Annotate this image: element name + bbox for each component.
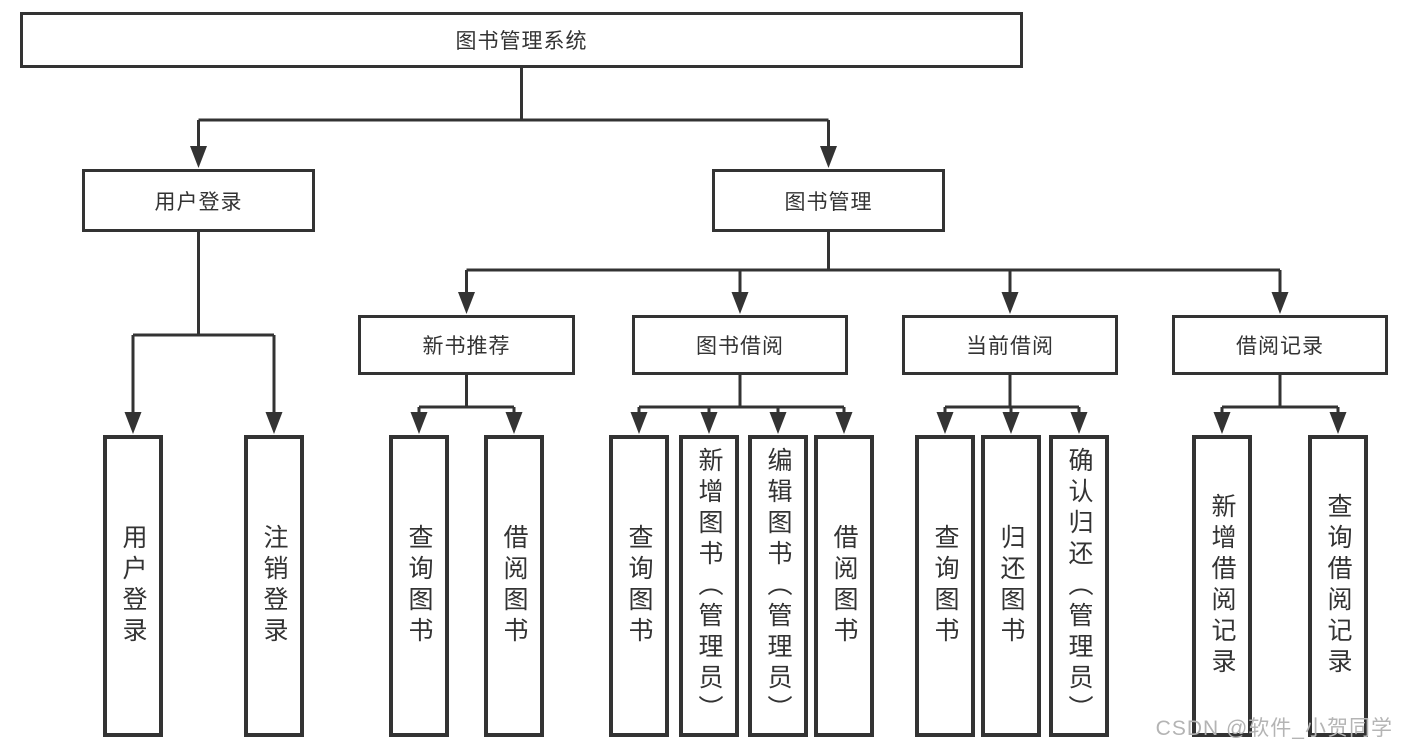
node-leaf-logout: 注销登录 — [244, 435, 304, 737]
arrowhead — [1329, 412, 1347, 434]
node-leaf-user-login: 用户登录 — [103, 435, 163, 737]
node-book-management: 图书管理 — [712, 169, 945, 232]
node-leaf-query-books-recommend: 查询图书 — [389, 435, 449, 737]
node-leaf-query-books-current: 查询图书 — [915, 435, 975, 737]
arrowhead — [410, 412, 428, 434]
arrowhead — [820, 146, 837, 168]
node-leaf-query-borrow-record: 查询借阅记录 — [1308, 435, 1368, 737]
arrowhead — [769, 412, 787, 434]
arrowhead — [1001, 292, 1019, 314]
arrowhead — [835, 412, 853, 434]
arrowhead — [630, 412, 648, 434]
connector-current-borrow-children — [936, 375, 1088, 434]
node-leaf-add-borrow-record: 新增借阅记录 — [1192, 435, 1252, 737]
node-leaf-edit-books-admin: 编辑图书（管理员） — [748, 435, 808, 737]
arrowhead — [458, 292, 475, 314]
node-user-login: 用户登录 — [82, 169, 315, 232]
connector-book-management-children — [458, 232, 1289, 314]
node-book-borrow: 图书借阅 — [632, 315, 848, 375]
arrowhead — [1271, 292, 1289, 314]
arrowhead — [731, 292, 749, 314]
node-current-borrow: 当前借阅 — [902, 315, 1118, 375]
arrowhead — [265, 412, 283, 434]
connector-root-to-level2 — [190, 68, 837, 168]
arrowhead — [1213, 412, 1231, 434]
arrowhead — [1070, 412, 1088, 434]
arrowhead — [505, 412, 523, 434]
arrowhead — [190, 146, 207, 168]
node-borrow-records: 借阅记录 — [1172, 315, 1388, 375]
node-leaf-query-books-borrow: 查询图书 — [609, 435, 669, 737]
node-leaf-confirm-return-admin: 确认归还（管理员） — [1049, 435, 1109, 737]
node-leaf-borrow-books-recommend: 借阅图书 — [484, 435, 544, 737]
connector-borrow-records-children — [1213, 375, 1347, 434]
connector-new-book-children — [410, 375, 523, 434]
node-leaf-return-books: 归还图书 — [981, 435, 1041, 737]
node-new-book-recommend: 新书推荐 — [358, 315, 575, 375]
node-library-system: 图书管理系统 — [20, 12, 1023, 68]
connector-book-borrow-children — [630, 375, 853, 434]
node-leaf-borrow-books: 借阅图书 — [814, 435, 874, 737]
node-leaf-add-books-admin: 新增图书（管理员） — [679, 435, 739, 737]
arrowhead — [1002, 412, 1020, 434]
watermark: CSDN @软件_小贺同学 — [1155, 717, 1393, 740]
arrowhead — [700, 412, 718, 434]
arrowhead — [124, 412, 142, 434]
arrowhead — [936, 412, 954, 434]
connector-user-login-children — [124, 232, 283, 434]
